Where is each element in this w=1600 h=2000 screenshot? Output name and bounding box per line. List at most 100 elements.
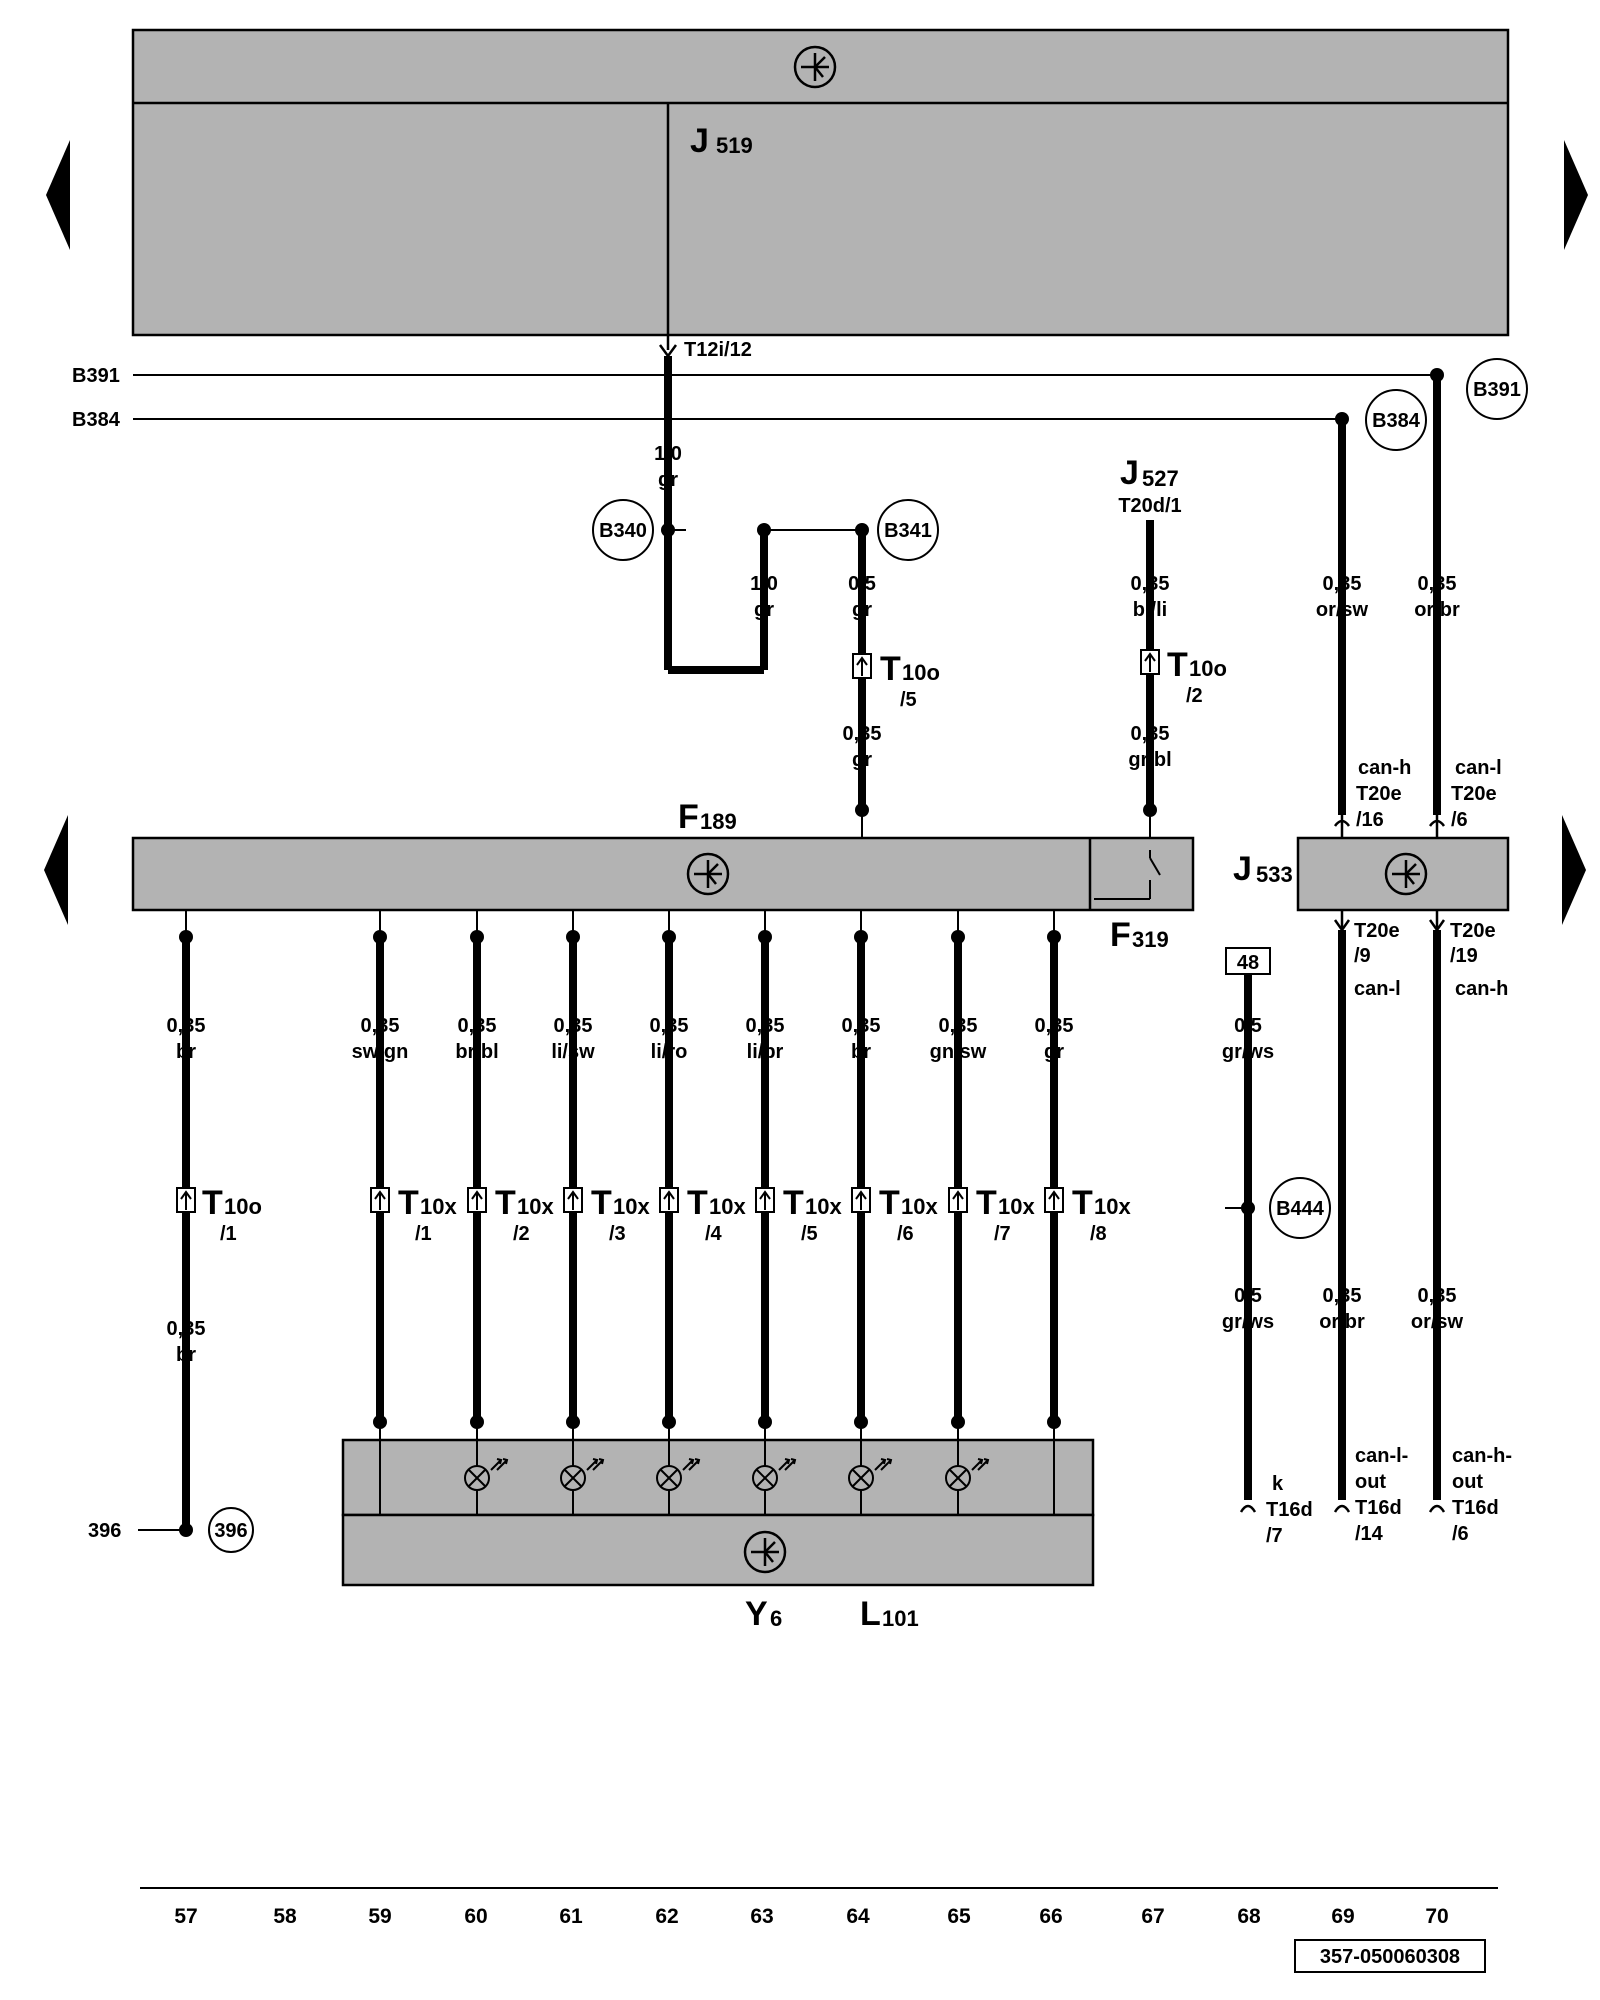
svg-text:/3: /3: [609, 1223, 626, 1245]
connector-t10o5: T 10o /5: [852, 650, 940, 711]
j519-ground-icon: [793, 45, 837, 89]
svg-text:10x: 10x: [517, 1194, 554, 1219]
svg-text:B444: B444: [1276, 1198, 1325, 1220]
svg-text:0,35: 0,35: [1035, 1015, 1074, 1037]
wire-67b-label: 0,35 gr/bl: [1128, 723, 1171, 771]
grid-number: 68: [1237, 1905, 1261, 1928]
wire-column-64: 0,35 br T 10x /6: [842, 910, 938, 1429]
svg-text:B391: B391: [1473, 379, 1521, 401]
node-b340[interactable]: B340: [592, 499, 654, 561]
svg-text:T: T: [879, 1184, 900, 1222]
j533-module: J 533: [1233, 836, 1510, 912]
svg-text:gn/sw: gn/sw: [930, 1041, 987, 1063]
svg-text:L: L: [860, 1595, 881, 1633]
wire-57a-label: 0,35 br: [167, 1015, 206, 1063]
j519-control-unit: J 519: [131, 28, 1510, 337]
svg-text:gr/bl: gr/bl: [1128, 749, 1171, 771]
svg-text:br/bl: br/bl: [455, 1041, 498, 1063]
svg-text:B384: B384: [1372, 410, 1421, 432]
svg-text:T: T: [783, 1184, 804, 1222]
svg-text:T16d: T16d: [1452, 1497, 1499, 1519]
svg-text:T: T: [1167, 646, 1188, 684]
svg-text:li/ro: li/ro: [651, 1041, 688, 1063]
j519-sub: 519: [716, 133, 753, 158]
wire-64b-label: 0,35 gr: [843, 723, 882, 771]
svg-text:0,5: 0,5: [848, 573, 876, 595]
svg-text:T16d: T16d: [1355, 1497, 1402, 1519]
nav-arrow-mid-right[interactable]: [1562, 815, 1586, 925]
svg-text:/9: /9: [1354, 945, 1371, 967]
can-label-69-mid: T20e /9 can-l: [1354, 920, 1401, 1000]
drawing-number-box: 357-050060308: [1294, 1939, 1486, 1973]
can-label-70-mid: T20e /19 can-h: [1450, 920, 1508, 1000]
svg-text:0,35: 0,35: [167, 1318, 206, 1340]
wire-column-61: 0,35 li/sw T 10x /3: [551, 910, 650, 1429]
node-396[interactable]: 396: [208, 1507, 254, 1553]
connector-icon: [948, 1187, 968, 1213]
svg-text:gr: gr: [754, 599, 774, 621]
svg-text:T: T: [880, 650, 901, 688]
wire-column-59: 0,35 sw/gn T 10x /1: [352, 910, 457, 1429]
svg-text:/16: /16: [1356, 809, 1384, 831]
svg-text:0,35: 0,35: [1131, 723, 1170, 745]
svg-text:10x: 10x: [998, 1194, 1035, 1219]
j527-label: J 527 T20d/1: [1118, 454, 1181, 517]
line-396-label: 396: [88, 1520, 121, 1542]
svg-text:T16d: T16d: [1266, 1499, 1313, 1521]
svg-text:0,35: 0,35: [1131, 573, 1170, 595]
wire-column-62: 0,35 li/ro T 10x /4: [650, 910, 746, 1429]
node-b341[interactable]: B341: [877, 499, 939, 561]
svg-text:0,35: 0,35: [167, 1015, 206, 1037]
svg-text:10x: 10x: [805, 1194, 842, 1219]
node-b384-right[interactable]: B384: [1365, 389, 1427, 451]
grid-numbers: 57 58 59 60 61 62 63 64 65 66 67 68 69 7…: [174, 1905, 1448, 1928]
nav-arrow-top-right[interactable]: [1564, 140, 1588, 250]
node-b391-right[interactable]: B391: [1466, 358, 1528, 420]
svg-text:/14: /14: [1355, 1523, 1384, 1545]
wire-69top-label: 0,35 or/sw: [1316, 573, 1369, 621]
y6-l101-module: [341, 1422, 1095, 1587]
svg-text:0,5: 0,5: [1234, 1015, 1262, 1037]
svg-text:/7: /7: [1266, 1525, 1283, 1547]
connector-icon: [852, 653, 872, 679]
bus-b384-label: B384: [72, 409, 121, 431]
svg-text:J: J: [1120, 454, 1139, 492]
can-label-70-top: can-l T20e /6: [1451, 757, 1502, 831]
grid-number: 67: [1141, 1905, 1164, 1928]
svg-text:0,35: 0,35: [458, 1015, 497, 1037]
svg-text:10x: 10x: [420, 1194, 457, 1219]
svg-text:gr: gr: [852, 749, 872, 771]
svg-text:Y: Y: [745, 1595, 768, 1633]
svg-text:/5: /5: [900, 689, 917, 711]
svg-text:0,35: 0,35: [650, 1015, 689, 1037]
svg-text:0,35: 0,35: [554, 1015, 593, 1037]
svg-text:0,35: 0,35: [939, 1015, 978, 1037]
nav-arrow-top-left[interactable]: [46, 140, 70, 250]
svg-text:0,35: 0,35: [842, 1015, 881, 1037]
svg-text:0,35: 0,35: [361, 1015, 400, 1037]
j519-letter: J: [690, 122, 709, 160]
svg-text:527: 527: [1142, 466, 1179, 491]
grid-number: 69: [1331, 1905, 1354, 1928]
svg-text:br: br: [176, 1041, 196, 1063]
svg-text:/8: /8: [1090, 1223, 1107, 1245]
svg-text:li/sw: li/sw: [551, 1041, 595, 1063]
svg-text:F: F: [1110, 916, 1131, 954]
svg-text:can-h-: can-h-: [1452, 1445, 1512, 1467]
wire-70b-label: 0,35 or/sw: [1411, 1285, 1464, 1333]
connector-t10o2: T 10o /2: [1140, 646, 1227, 707]
connector-icon: [176, 1187, 196, 1213]
svg-text:/6: /6: [897, 1223, 914, 1245]
grid-number: 64: [846, 1905, 870, 1928]
svg-text:1,0: 1,0: [750, 573, 778, 595]
svg-text:can-l-: can-l-: [1355, 1445, 1408, 1467]
svg-text:10o: 10o: [224, 1194, 262, 1219]
f319-switch-icon: [1094, 850, 1161, 900]
wire-column-60: 0,35 br/bl T 10x /2: [455, 910, 554, 1429]
grid-number: 63: [750, 1905, 773, 1928]
nav-arrow-mid-left[interactable]: [44, 815, 68, 925]
svg-text:li/br: li/br: [747, 1041, 784, 1063]
svg-text:48: 48: [1237, 952, 1259, 974]
svg-text:10x: 10x: [1094, 1194, 1131, 1219]
node-b444[interactable]: B444: [1269, 1177, 1331, 1239]
